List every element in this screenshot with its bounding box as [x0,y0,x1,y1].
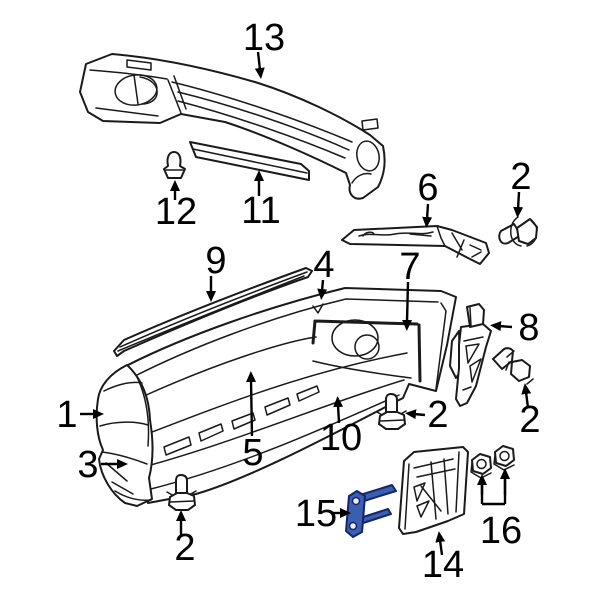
callout-7[interactable]: 7 [399,246,420,288]
bolt-2-top-right [498,216,538,247]
callout-9[interactable]: 9 [205,240,226,282]
part-11-molding-strip [189,141,310,181]
part-12-push-pin [163,151,186,179]
callout-11[interactable]: 11 [241,190,280,232]
callout-16[interactable]: 16 [480,510,522,552]
part-16-hex-nuts [470,445,515,479]
callout-8[interactable]: 8 [518,307,539,349]
bolt-2-mid [376,393,407,430]
callout-2-bottom-left[interactable]: 2 [174,527,195,569]
callout-10[interactable]: 10 [320,417,362,459]
callout-2-top-right[interactable]: 2 [510,156,531,198]
bolt-2-right [492,347,534,385]
part-6-bracket [341,225,490,265]
part-13-upper-bumper-cover [79,53,386,200]
part-15-rod-bracket-highlighted[interactable] [345,484,397,538]
part-14-mounting-plate [398,446,469,535]
part-1-3-end-cap [95,364,154,507]
callout-5[interactable]: 5 [242,432,263,474]
part-9-molding-blade [113,267,313,357]
callout-labels: 13 12 11 6 2 9 4 7 8 2 1 3 5 10 2 2 15 1… [56,17,540,586]
leader-lines [80,51,532,556]
bolt-2-bottom-left [166,474,197,511]
callout-15[interactable]: 15 [295,493,337,535]
callout-4[interactable]: 4 [313,244,334,286]
callout-6[interactable]: 6 [417,167,438,209]
callout-14[interactable]: 14 [422,544,464,586]
part-8-side-bracket [449,303,492,407]
callout-13[interactable]: 13 [243,17,285,59]
callout-2-mid[interactable]: 2 [427,394,448,436]
callout-1[interactable]: 1 [56,394,77,436]
callout-3[interactable]: 3 [77,444,98,486]
callout-12[interactable]: 12 [155,191,197,233]
callout-2-right[interactable]: 2 [519,399,540,441]
